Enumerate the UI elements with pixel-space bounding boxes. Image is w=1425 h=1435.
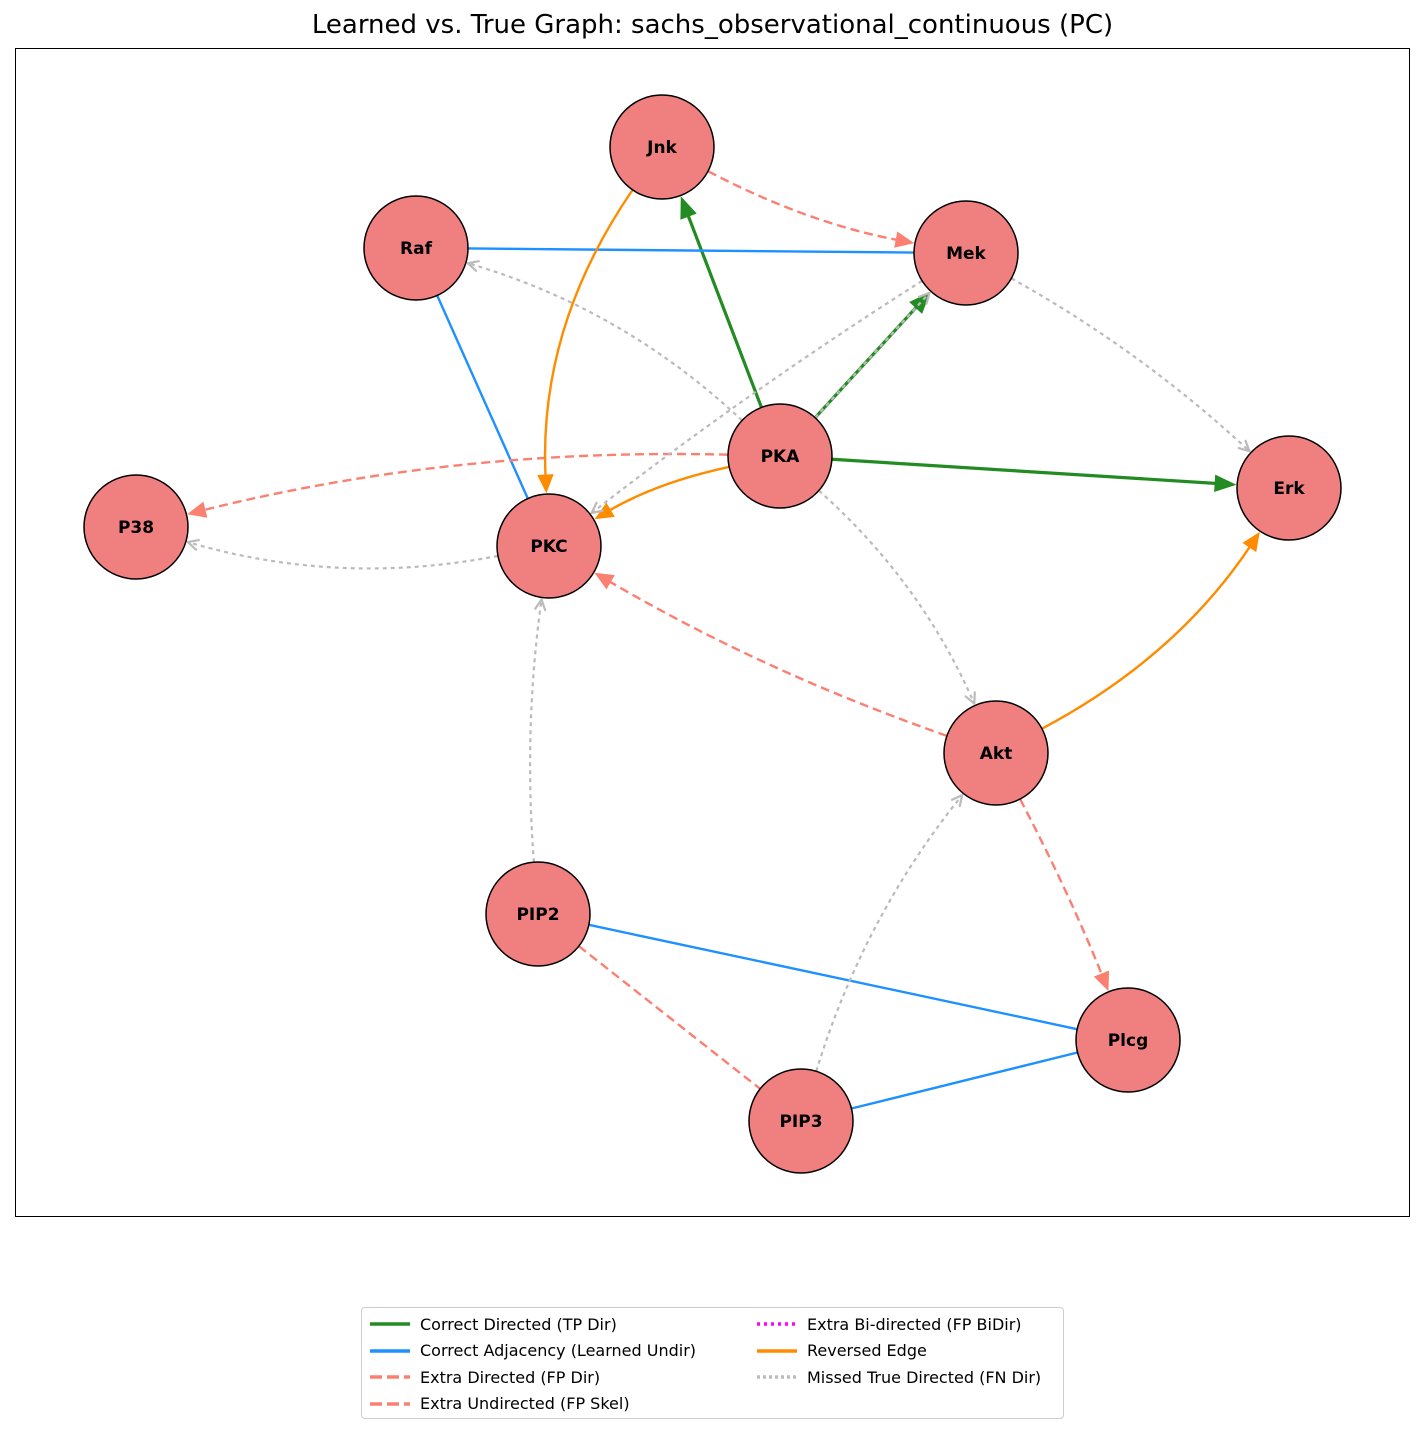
legend-item-undir: Correct Adjacency (Learned Undir): [370, 1339, 696, 1363]
edge-pka-erk-tp-dir: [831, 457, 1218, 486]
node-label: P38: [118, 518, 154, 538]
edge-pka-jnk-tp-dir: [686, 213, 763, 408]
node-akt: Akt: [943, 700, 1049, 806]
node-pka: PKA: [727, 403, 833, 509]
edge-mek-erk-fn: [1010, 277, 1249, 451]
node-label: Raf: [400, 239, 433, 259]
edge-mek-erk-fn-arrowhead: [1237, 439, 1251, 453]
edge-pip2-pkc-fn-arrowhead: [534, 598, 547, 612]
node-p38: P38: [83, 474, 189, 580]
node-circle: [609, 94, 715, 200]
edge-pka-mek-fn-arrowhead: [917, 291, 931, 305]
edge-pka-pkc-reversed: [607, 465, 730, 513]
node-label: PIP2: [516, 905, 559, 925]
legend-item-fp-dir: Extra Directed (FP Dir): [370, 1365, 600, 1389]
node-circle: [1236, 435, 1342, 541]
node-jnk: Jnk: [609, 94, 715, 200]
node-circle: [748, 1068, 854, 1174]
node-label: Plcg: [1108, 1031, 1149, 1051]
edge-pka-p38-fp-dir-arrowhead: [187, 501, 208, 518]
edge-pip2-plcg-undir: [588, 923, 1078, 1031]
node-circle: [363, 195, 469, 301]
legend-swatch: [757, 1375, 797, 1379]
node-pip3: PIP3: [748, 1068, 854, 1174]
edges-layer: [186, 170, 1260, 1110]
edge-mek-pkc-fn: [592, 279, 923, 513]
node-circle: [83, 474, 189, 580]
node-pkc: PKC: [496, 493, 602, 599]
edge-pip2-pkc-fn: [528, 601, 543, 863]
legend-label: Extra Directed (FP Dir): [420, 1367, 601, 1387]
edge-pka-akt-fn: [818, 489, 975, 703]
edge-pip3-plcg-undir: [851, 1051, 1078, 1110]
node-label: PKA: [761, 447, 801, 467]
node-raf: Raf: [363, 195, 469, 301]
edge-pka-erk-tp-dir-arrowhead: [1214, 474, 1237, 493]
legend-swatch: [370, 1348, 410, 1353]
edge-akt-pkc-fp-dir: [607, 579, 948, 737]
edge-pkc-p38-fn: [189, 541, 499, 570]
edge-akt-plcg-fp-dir: [1019, 798, 1104, 977]
chart-title: Learned vs. True Graph: sachs_observatio…: [311, 10, 1114, 40]
edge-akt-pkc-fp-dir-arrowhead: [594, 572, 615, 590]
edge-akt-erk-reversed-arrowhead: [1242, 531, 1260, 553]
legend-label: Missed True Directed (FN Dir): [807, 1367, 1042, 1387]
edge-pka-p38-fp-dir: [202, 452, 729, 512]
legend-label: Extra Bi-directed (FP BiDir): [807, 1314, 1022, 1334]
edge-pka-raf-fn: [469, 262, 743, 422]
edge-akt-plcg-fp-dir-arrowhead: [1093, 970, 1110, 992]
plot-frame: [15, 48, 1410, 1217]
legend-label: Correct Adjacency (Learned Undir): [420, 1341, 697, 1360]
edge-pka-mek-fn: [814, 293, 929, 419]
node-label: Jnk: [646, 138, 677, 158]
legend-swatch: [370, 1322, 410, 1326]
edge-jnk-mek-fp-dir-arrowhead: [894, 231, 915, 248]
node-label: Erk: [1273, 479, 1305, 499]
edge-pka-jnk-tp-dir-arrowhead: [680, 196, 697, 220]
edge-pip3-akt-fn-arrowhead: [950, 793, 964, 808]
legend-item-bidir: Extra Bi-directed (FP BiDir): [757, 1312, 1022, 1336]
node-label: Mek: [946, 244, 986, 264]
edge-raf-mek-undir: [467, 247, 915, 254]
legend: Correct Directed (TP Dir) Correct Adjacen…: [361, 1307, 1064, 1419]
edge-akt-erk-reversed: [1041, 544, 1252, 730]
edge-pka-akt-fn-arrowhead: [964, 691, 976, 705]
legend-swatch: [757, 1322, 797, 1326]
edge-pip3-akt-fn: [815, 795, 962, 1072]
edge-jnk-pkc-reversed-arrowhead: [537, 474, 554, 494]
node-circle: [913, 200, 1019, 306]
legend-label: Extra Undirected (FP Skel): [420, 1394, 630, 1413]
edge-jnk-pkc-reversed: [543, 189, 634, 478]
legend-item-fn: Missed True Directed (FN Dir): [757, 1365, 1041, 1389]
node-label: PIP3: [779, 1112, 822, 1132]
legend-item-reversed: Reversed Edge: [757, 1339, 927, 1363]
legend-item-tp-dir: Correct Directed (TP Dir): [370, 1312, 617, 1336]
legend-swatch: [757, 1348, 797, 1353]
legend-label: Correct Directed (TP Dir): [420, 1314, 617, 1334]
edge-pka-raf-fn-arrowhead: [466, 260, 480, 272]
edge-jnk-mek-fp-dir: [707, 170, 899, 242]
node-mek: Mek: [913, 200, 1019, 306]
node-circle: [1075, 987, 1181, 1093]
legend-swatch: [370, 1375, 410, 1379]
edge-pkc-p38-fn-arrowhead: [186, 538, 200, 551]
edge-pip2-pip3-fp-skel: [578, 945, 761, 1090]
legend-item-fp-skel: Extra Undirected (FP Skel): [370, 1392, 630, 1416]
node-erk: Erk: [1236, 435, 1342, 541]
legend-swatch: [370, 1401, 410, 1406]
node-circle: [727, 403, 833, 509]
edge-mek-pkc-fn-arrowhead: [590, 501, 604, 515]
node-label: Akt: [980, 744, 1013, 764]
edge-raf-pkc-undir: [436, 294, 529, 500]
node-label: PKC: [530, 537, 567, 557]
legend-label: Reversed Edge: [807, 1341, 927, 1360]
node-plcg: Plcg: [1075, 987, 1181, 1093]
node-circle: [496, 493, 602, 599]
node-pip2: PIP2: [485, 861, 591, 967]
node-circle: [485, 861, 591, 967]
node-circle: [943, 700, 1049, 806]
